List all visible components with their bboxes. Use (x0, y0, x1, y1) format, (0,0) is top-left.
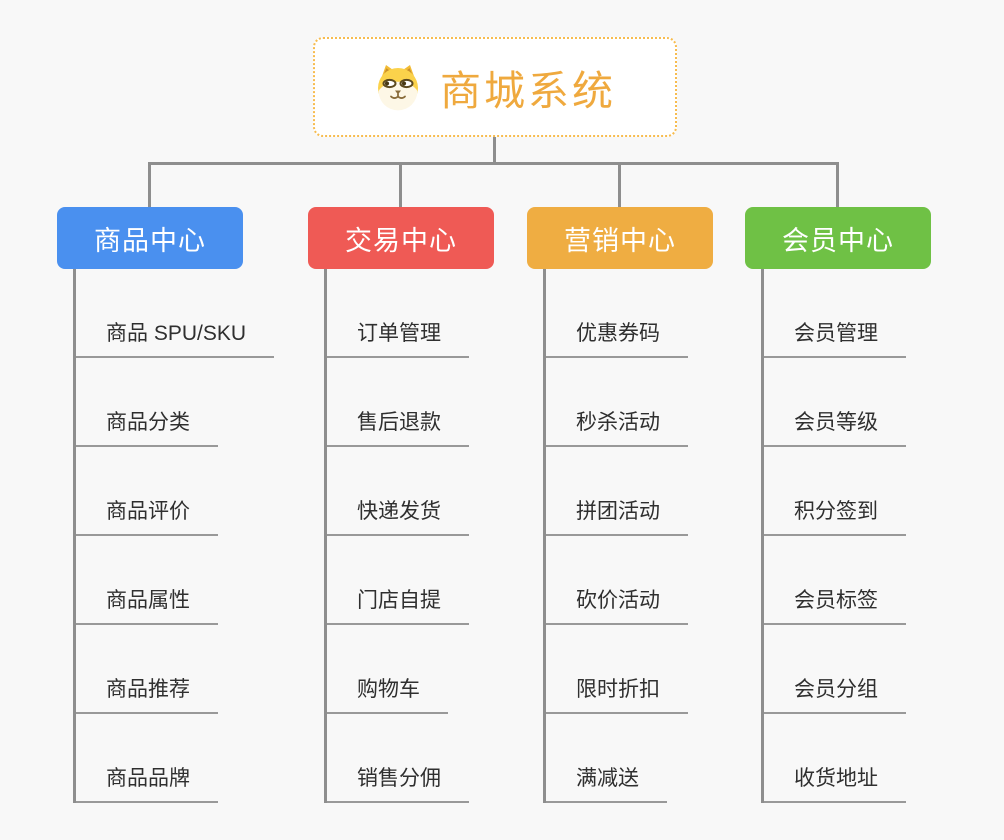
leaf-item: 收货地址 (745, 714, 931, 803)
leaf-item-label[interactable]: 满减送 (543, 762, 667, 803)
connector-drop-3 (618, 162, 621, 208)
leaf-item-label[interactable]: 快递发货 (324, 495, 469, 536)
leaf-item-label[interactable]: 商品评价 (73, 495, 218, 536)
leaf-item: 订单管理 (308, 269, 494, 358)
branch-node-3[interactable]: 营销中心 (527, 207, 713, 269)
leaf-item: 会员标签 (745, 536, 931, 625)
leaf-item-label[interactable]: 积分签到 (761, 495, 906, 536)
connector-branch-line-2 (324, 269, 327, 803)
leaf-item: 商品推荐 (57, 625, 274, 714)
connector-branch-line-3 (543, 269, 546, 803)
leaf-list-2: 订单管理售后退款快递发货门店自提购物车销售分佣 (308, 269, 494, 803)
leaf-item-label[interactable]: 砍价活动 (543, 584, 688, 625)
branch-column-4: 会员中心会员管理会员等级积分签到会员标签会员分组收货地址 (745, 207, 931, 803)
leaf-list-3: 优惠券码秒杀活动拼团活动砍价活动限时折扣满减送 (527, 269, 713, 803)
leaf-item-label[interactable]: 门店自提 (324, 584, 469, 625)
leaf-item-label[interactable]: 会员管理 (761, 317, 906, 358)
dog-icon (374, 63, 422, 111)
leaf-item-label[interactable]: 商品推荐 (73, 673, 218, 714)
leaf-item: 限时折扣 (527, 625, 713, 714)
leaf-item: 会员等级 (745, 358, 931, 447)
leaf-item-label[interactable]: 购物车 (324, 673, 448, 714)
leaf-item-label[interactable]: 销售分佣 (324, 762, 469, 803)
leaf-item: 拼团活动 (527, 447, 713, 536)
leaf-item-label[interactable]: 商品品牌 (73, 762, 218, 803)
branch-column-1: 商品中心商品 SPU/SKU 商品分类商品评价商品属性商品推荐商品品牌 (57, 207, 275, 803)
leaf-item: 商品属性 (57, 536, 274, 625)
leaf-item-label[interactable]: 商品属性 (73, 584, 218, 625)
leaf-item: 积分签到 (745, 447, 931, 536)
leaf-item: 销售分佣 (308, 714, 494, 803)
leaf-item-label[interactable]: 收货地址 (761, 762, 906, 803)
leaf-item: 砍价活动 (527, 536, 713, 625)
leaf-item-label[interactable]: 订单管理 (324, 317, 469, 358)
leaf-list-1: 商品 SPU/SKU 商品分类商品评价商品属性商品推荐商品品牌 (57, 269, 275, 803)
leaf-item: 快递发货 (308, 447, 494, 536)
connector-drop-1 (148, 162, 151, 208)
branch-column-2: 交易中心订单管理售后退款快递发货门店自提购物车销售分佣 (308, 207, 494, 803)
branch-node-2[interactable]: 交易中心 (308, 207, 494, 269)
branch-node-1[interactable]: 商品中心 (57, 207, 243, 269)
leaf-item: 商品品牌 (57, 714, 274, 803)
leaf-item-label[interactable]: 售后退款 (324, 406, 469, 447)
leaf-item: 秒杀活动 (527, 358, 713, 447)
leaf-item: 门店自提 (308, 536, 494, 625)
leaf-item: 售后退款 (308, 358, 494, 447)
leaf-item: 会员分组 (745, 625, 931, 714)
leaf-item-label[interactable]: 秒杀活动 (543, 406, 688, 447)
leaf-item-label[interactable]: 商品 SPU/SKU (73, 317, 275, 358)
leaf-item-label[interactable]: 会员分组 (761, 673, 906, 714)
connector-drop-4 (836, 162, 839, 208)
leaf-item-label[interactable]: 会员标签 (761, 584, 906, 625)
leaf-item: 优惠券码 (527, 269, 713, 358)
branch-column-3: 营销中心优惠券码秒杀活动拼团活动砍价活动限时折扣满减送 (527, 207, 713, 803)
connector-drop-2 (399, 162, 402, 208)
leaf-item: 购物车 (308, 625, 494, 714)
leaf-item: 商品分类 (57, 358, 274, 447)
leaf-item: 商品 SPU/SKU (57, 269, 275, 358)
connector-bus (149, 162, 839, 165)
leaf-item-label[interactable]: 限时折扣 (543, 673, 688, 714)
connector-branch-line-1 (73, 269, 76, 803)
branch-node-4[interactable]: 会员中心 (745, 207, 931, 269)
leaf-item-label[interactable]: 商品分类 (73, 406, 218, 447)
leaf-item-label[interactable]: 拼团活动 (543, 495, 688, 536)
leaf-item: 会员管理 (745, 269, 931, 358)
leaf-item: 满减送 (527, 714, 713, 803)
leaf-item-label[interactable]: 优惠券码 (543, 317, 688, 358)
leaf-item: 商品评价 (57, 447, 274, 536)
connector-branch-line-4 (761, 269, 764, 803)
leaf-item-label[interactable]: 会员等级 (761, 406, 906, 447)
root-node[interactable]: 商城系统 (313, 37, 677, 137)
connector-root-stem (493, 137, 496, 165)
root-title: 商城系统 (440, 68, 616, 114)
leaf-list-4: 会员管理会员等级积分签到会员标签会员分组收货地址 (745, 269, 931, 803)
